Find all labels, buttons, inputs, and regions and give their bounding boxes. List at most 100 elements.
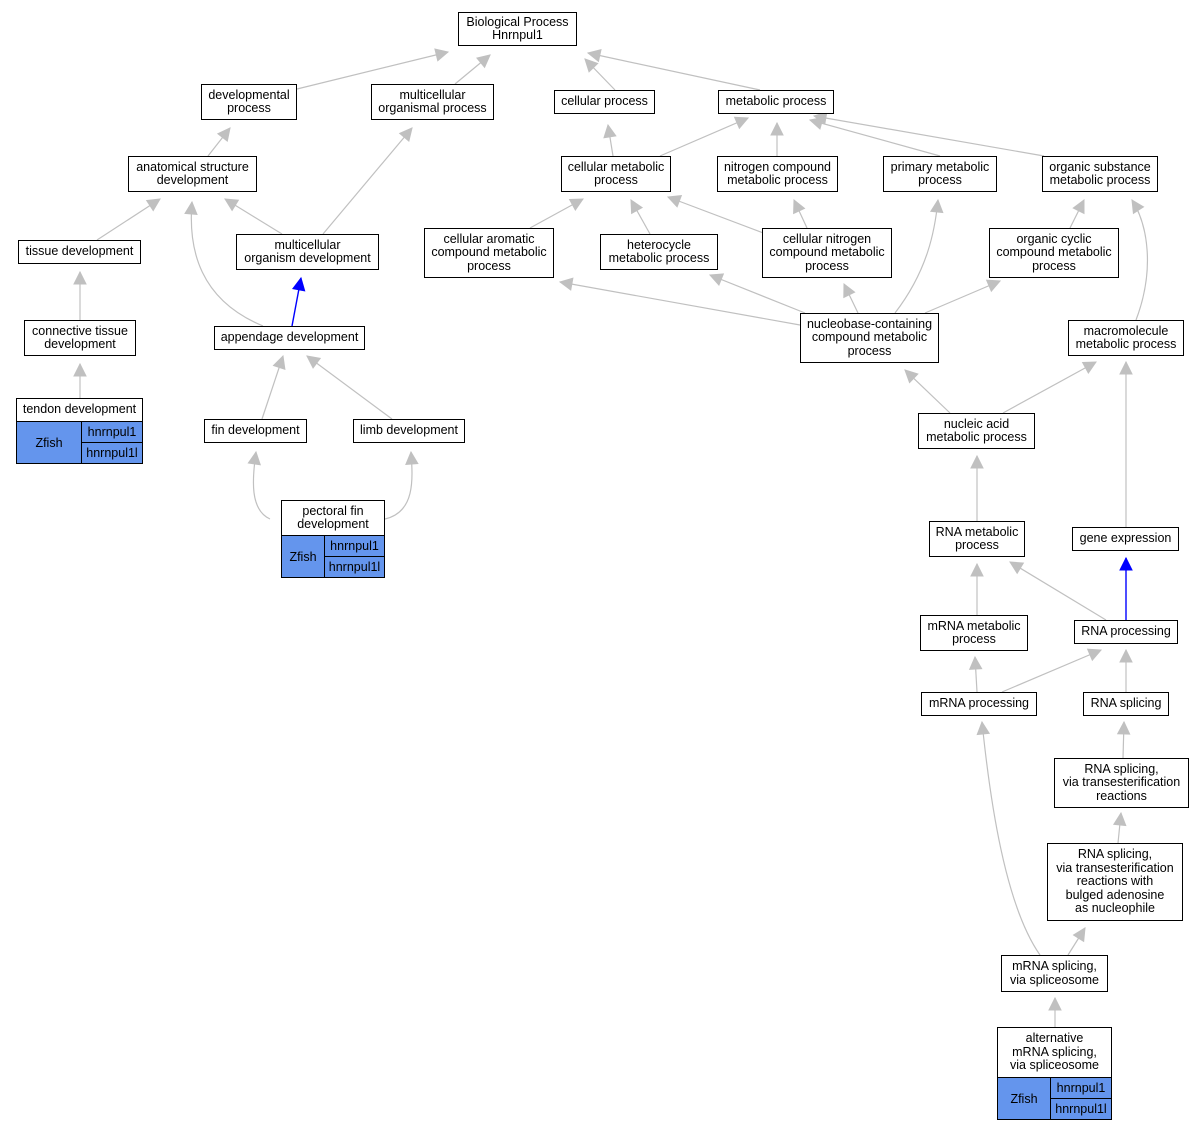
edge-arrowhead <box>1048 996 1062 1011</box>
edge-arrowhead <box>224 198 240 212</box>
node-multicellular-organism-development[interactable]: multicellular organism development <box>236 234 379 270</box>
edge-arrowhead <box>1009 561 1025 575</box>
node-nucleic-acid-metabolic-process[interactable]: nucleic acid metabolic process <box>918 413 1035 449</box>
node-heterocycle-metabolic-process[interactable]: heterocycle metabolic process <box>600 234 718 270</box>
node-nucleobase-containing-compound-metabolic-process[interactable]: nucleobase-containing compound metabolic… <box>800 313 939 363</box>
node-tissue-development[interactable]: tissue development <box>18 240 141 264</box>
edge-arrowhead <box>558 277 574 291</box>
edge-arrowhead <box>398 127 413 142</box>
node-connective-tissue-development[interactable]: connective tissue development <box>24 320 136 356</box>
edge-arrowhead <box>733 116 750 130</box>
edge-arrowhead <box>1119 648 1133 663</box>
edge-line <box>1009 561 1107 621</box>
gene-link[interactable]: hnrnpul1l <box>82 442 142 463</box>
node-rna-splicing-bulged-adenosine[interactable]: RNA splicing, via transesterification re… <box>1047 843 1183 921</box>
node-mrna-metabolic-process[interactable]: mRNA metabolic process <box>920 615 1028 651</box>
edge-arrowhead <box>843 282 856 299</box>
edge-arrowhead <box>306 355 322 369</box>
node-metabolic-process[interactable]: metabolic process <box>718 90 834 114</box>
node-cellular-metabolic-process[interactable]: cellular metabolic process <box>561 156 671 192</box>
edge-arrowhead <box>1081 361 1097 374</box>
edge-arrowhead <box>812 111 828 125</box>
edge-line <box>809 119 941 157</box>
edge-arrowhead <box>968 655 983 670</box>
edge-line <box>296 51 449 90</box>
edge-line <box>1001 649 1102 693</box>
node-primary-metabolic-process[interactable]: primary metabolic process <box>883 156 997 192</box>
node-rna-splicing[interactable]: RNA splicing <box>1083 692 1169 716</box>
node-organic-substance-metabolic-process[interactable]: organic substance metabolic process <box>1042 156 1158 192</box>
edge-arrowhead <box>216 127 231 143</box>
node-nitrogen-compound-metabolic-process[interactable]: nitrogen compound metabolic process <box>717 156 838 192</box>
edge-arrowhead <box>1131 199 1145 215</box>
node-anatomical-structure-development[interactable]: anatomical structure development <box>128 156 257 192</box>
node-fin-development[interactable]: fin development <box>204 419 307 443</box>
annotation-table-alternative-splicing: Zfish hnrnpul1 hnrnpul1l <box>997 1077 1112 1120</box>
edge-line <box>981 721 1041 956</box>
node-pectoral-fin-development[interactable]: pectoral fin development <box>281 500 385 536</box>
gene-link[interactable]: hnrnpul1 <box>82 422 142 442</box>
node-gene-expression[interactable]: gene expression <box>1072 527 1179 551</box>
edge-arrowhead <box>630 199 644 215</box>
node-macromolecule-metabolic-process[interactable]: macromolecule metabolic process <box>1068 320 1184 356</box>
edge-line <box>587 52 761 91</box>
edge-arrowhead <box>985 279 1002 293</box>
edge-arrowhead <box>1116 720 1131 735</box>
gene-link[interactable]: hnrnpul1 <box>1051 1078 1111 1098</box>
gene-link[interactable]: hnrnpul1l <box>1051 1098 1111 1119</box>
edge-arrowhead <box>708 273 725 286</box>
edge-arrowhead <box>568 198 584 211</box>
edge-arrowhead <box>272 354 286 371</box>
edge-arrowhead <box>586 48 602 63</box>
edge-line <box>894 199 939 314</box>
node-organic-cyclic-compound-metabolic-process[interactable]: organic cyclic compound metabolic proces… <box>989 228 1119 278</box>
edge-arrowhead <box>1119 556 1133 571</box>
node-mrna-processing[interactable]: mRNA processing <box>921 692 1037 716</box>
node-rna-splicing-transesterification[interactable]: RNA splicing, via transesterification re… <box>1054 758 1189 808</box>
edge-arrowhead <box>405 450 419 465</box>
edge-arrowhead <box>434 48 450 62</box>
edge-line <box>96 198 161 241</box>
edge-arrowhead <box>970 562 984 577</box>
edge-arrowhead <box>770 121 784 136</box>
node-biological-process[interactable]: Biological Process Hnrnpul1 <box>458 12 577 46</box>
edge-arrowhead <box>1072 927 1086 943</box>
edge-line <box>709 274 806 314</box>
edge-arrowhead <box>292 276 306 292</box>
edge-arrowhead <box>666 195 683 208</box>
node-rna-metabolic-process[interactable]: RNA metabolic process <box>929 521 1025 557</box>
edge-arrowhead <box>904 369 919 384</box>
gene-link[interactable]: hnrnpul1l <box>325 556 384 577</box>
annotation-table-pectoral-fin: Zfish hnrnpul1 hnrnpul1l <box>281 535 385 578</box>
edge-arrowhead <box>247 450 261 466</box>
edge-arrowhead <box>793 198 806 215</box>
node-developmental-process[interactable]: developmental process <box>201 84 297 120</box>
node-cellular-aromatic-compound-metabolic-process[interactable]: cellular aromatic compound metabolic pro… <box>424 228 554 278</box>
edge-arrowhead <box>1072 199 1085 215</box>
node-cellular-nitrogen-compound-metabolic-process[interactable]: cellular nitrogen compound metabolic pro… <box>762 228 892 278</box>
edge-line <box>1131 199 1149 321</box>
organism-label: Zfish <box>282 536 325 577</box>
node-rna-processing[interactable]: RNA processing <box>1074 620 1178 644</box>
gene-link[interactable]: hnrnpul1 <box>325 536 384 556</box>
edge-line <box>559 281 801 326</box>
node-multicellular-organismal-process[interactable]: multicellular organismal process <box>371 84 494 120</box>
edge-arrowhead <box>976 720 991 736</box>
node-limb-development[interactable]: limb development <box>353 419 465 443</box>
edge-line <box>813 115 1045 157</box>
node-alternative-mrna-splicing[interactable]: alternative mRNA splicing, via spliceoso… <box>997 1027 1112 1078</box>
edge-arrowhead <box>1119 360 1133 375</box>
edge-arrowhead <box>476 54 491 69</box>
node-cellular-process[interactable]: cellular process <box>554 90 655 114</box>
edge-line <box>667 196 767 235</box>
node-mrna-splicing-via-spliceosome[interactable]: mRNA splicing, via spliceosome <box>1001 955 1108 992</box>
edge-arrowhead <box>73 270 87 285</box>
node-tendon-development[interactable]: tendon development <box>16 398 143 422</box>
edge-arrowhead <box>603 123 617 139</box>
edge-arrowhead <box>1112 811 1127 827</box>
edge-arrowhead <box>584 58 599 73</box>
organism-label: Zfish <box>17 422 82 463</box>
node-appendage-development[interactable]: appendage development <box>214 326 365 350</box>
edge-arrowhead <box>184 200 198 216</box>
